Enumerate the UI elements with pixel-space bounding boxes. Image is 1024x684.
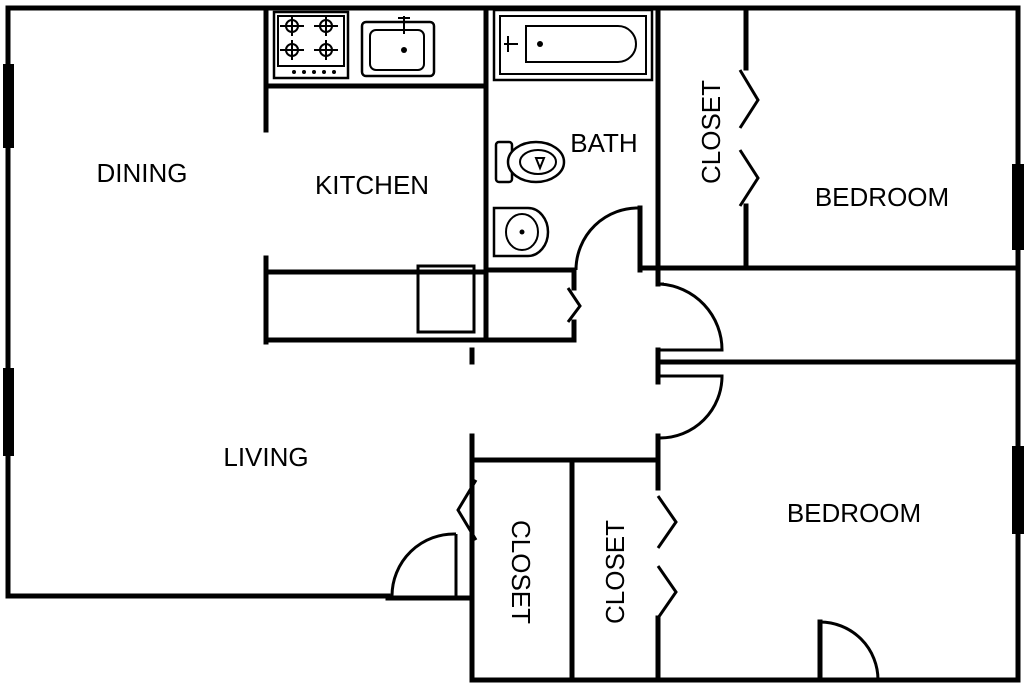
window-bedroom-lower (1012, 446, 1024, 534)
entry-door (390, 532, 458, 597)
window-dining (3, 64, 14, 148)
room-label-living: LIVING (223, 442, 308, 472)
room-label-bedroom-upper: BEDROOM (815, 182, 949, 212)
room-label-closet-upper: CLOSET (696, 80, 726, 184)
interior-walls (263, 5, 1021, 683)
bedroom-lower-closet-door (818, 620, 880, 681)
room-label-dining: DINING (97, 158, 188, 188)
bedroom-upper-door (659, 282, 724, 352)
room-labels: DINING KITCHEN BATH BEDROOM BEDROOM LIVI… (97, 80, 950, 624)
lower-right-closet-bifold-2 (656, 565, 678, 619)
room-label-kitchen: KITCHEN (315, 170, 429, 200)
bathroom-sink-icon (492, 206, 550, 258)
bath-door (574, 206, 642, 271)
toilet-icon (494, 140, 566, 184)
room-label-closet-lower-left: CLOSET (506, 520, 536, 624)
room-label-bath: BATH (570, 128, 637, 158)
doors (390, 69, 880, 681)
lower-right-closet-bifold-1 (656, 495, 678, 549)
sink-icon (360, 16, 436, 78)
stove-icon (272, 10, 350, 80)
room-label-bedroom-lower: BEDROOM (787, 498, 921, 528)
room-label-closet-lower-right: CLOSET (600, 520, 630, 624)
bathtub-icon (492, 8, 654, 82)
window-bedroom-upper (1012, 164, 1024, 250)
dishwasher (416, 264, 476, 334)
linen-closet-bifold (566, 287, 582, 323)
exterior-walls (5, 5, 1021, 683)
lower-left-closet-bifold (456, 479, 478, 541)
bedroom-lower-door (659, 374, 724, 440)
upper-closet-bifold (738, 69, 760, 207)
windows (3, 64, 1024, 534)
window-living (3, 368, 14, 456)
